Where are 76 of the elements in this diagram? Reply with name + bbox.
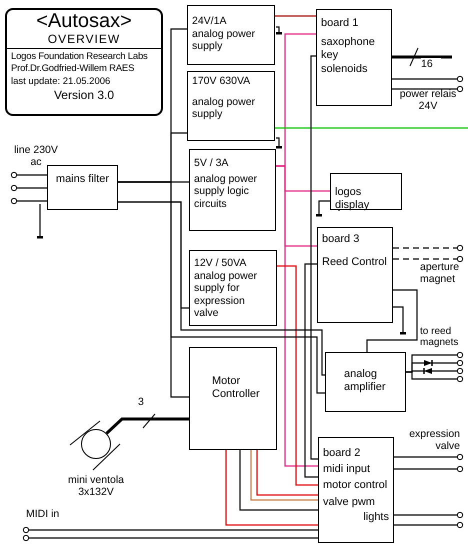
- node-label: analog power supply for expression valve: [194, 270, 258, 320]
- wire: [10, 172, 47, 178]
- wire: [394, 522, 464, 528]
- wire: [406, 371, 464, 382]
- wire: [304, 263, 318, 478]
- wire: [276, 165, 318, 467]
- bus-line: [392, 56, 452, 58]
- node-label: analog power supply: [192, 96, 256, 121]
- filter-box: [47, 165, 118, 210]
- node-label: 12V / 50VA: [194, 257, 248, 270]
- wire: [225, 450, 318, 526]
- node-label: Motor Controller: [211, 375, 261, 402]
- node-label: valve pwm: [323, 496, 376, 509]
- wire: [393, 244, 464, 252]
- wire: [256, 450, 318, 496]
- node-label: analog amplifier: [343, 368, 387, 394]
- power-supply-box: [187, 71, 275, 141]
- node-label: mains filter: [54, 173, 110, 186]
- wire: [394, 466, 464, 472]
- bus-width-label: 16: [421, 58, 441, 70]
- node-label: motor control: [323, 479, 388, 493]
- terminal-label: to reed magnets: [420, 326, 460, 348]
- node-label: analog power supply logic circuits: [194, 172, 258, 210]
- power-supply-box: [189, 149, 276, 231]
- title-panel: [5, 8, 163, 116]
- bus-line: [106, 418, 189, 434]
- wire: [394, 512, 464, 518]
- board-box: [316, 9, 392, 106]
- wire: [22, 526, 318, 534]
- wire: [392, 86, 464, 92]
- wire: [310, 55, 318, 460]
- power-supply-box: [187, 5, 275, 65]
- wire: [118, 201, 326, 376]
- node-label: 170V 630VA: [192, 75, 252, 88]
- author-text: Prof.Dr.Godfried-Willem RAES: [11, 62, 136, 74]
- board-box: [317, 227, 393, 323]
- node-label: analog power supply: [192, 28, 256, 53]
- node-label: lights: [362, 510, 389, 524]
- terminal-label: expression valve: [408, 428, 460, 452]
- wire: [366, 289, 418, 352]
- wire: [22, 534, 318, 542]
- terminal-label: aperture magnet: [420, 261, 460, 286]
- controller-box: [189, 347, 277, 450]
- node-label: board 3: [322, 233, 360, 246]
- wire: [392, 76, 464, 82]
- node-label: 24V/1A: [192, 15, 228, 28]
- power-supply-box: [189, 250, 277, 326]
- wire: [10, 184, 47, 192]
- display-box: [330, 173, 402, 210]
- node-label: board 2: [323, 447, 362, 460]
- subtitle: OVERVIEW: [7, 32, 161, 50]
- wire: [275, 15, 316, 17]
- terminal-label: power relais 24V: [398, 88, 458, 112]
- node-label: saxophone key solenoids: [321, 36, 376, 76]
- title: <Autosax>: [35, 11, 133, 32]
- node-label: board 1: [321, 17, 360, 30]
- wire: [239, 450, 318, 511]
- organization-text: Logos Foundation Research Labs: [11, 51, 149, 63]
- wire: [277, 265, 318, 486]
- terminal-label: line 230V ac: [14, 144, 58, 168]
- node-label: logos display: [335, 186, 370, 212]
- board-box: [318, 437, 394, 543]
- wire: [10, 198, 47, 204]
- node-label: midi input: [323, 463, 372, 476]
- version-text: Version 3.0: [52, 88, 116, 102]
- node-label: 5V / 3A: [194, 157, 230, 170]
- wire: [393, 256, 464, 262]
- terminal-label: MIDI in: [26, 508, 60, 520]
- wire: [275, 127, 468, 129]
- date-text: last update: 21.05.2006: [11, 76, 112, 88]
- fan-circle: [81, 429, 111, 459]
- node-label: Reed Control: [322, 256, 388, 270]
- wire: [394, 454, 464, 460]
- amplifier-box: [325, 352, 406, 412]
- wire: [250, 450, 318, 501]
- wire: [118, 181, 325, 394]
